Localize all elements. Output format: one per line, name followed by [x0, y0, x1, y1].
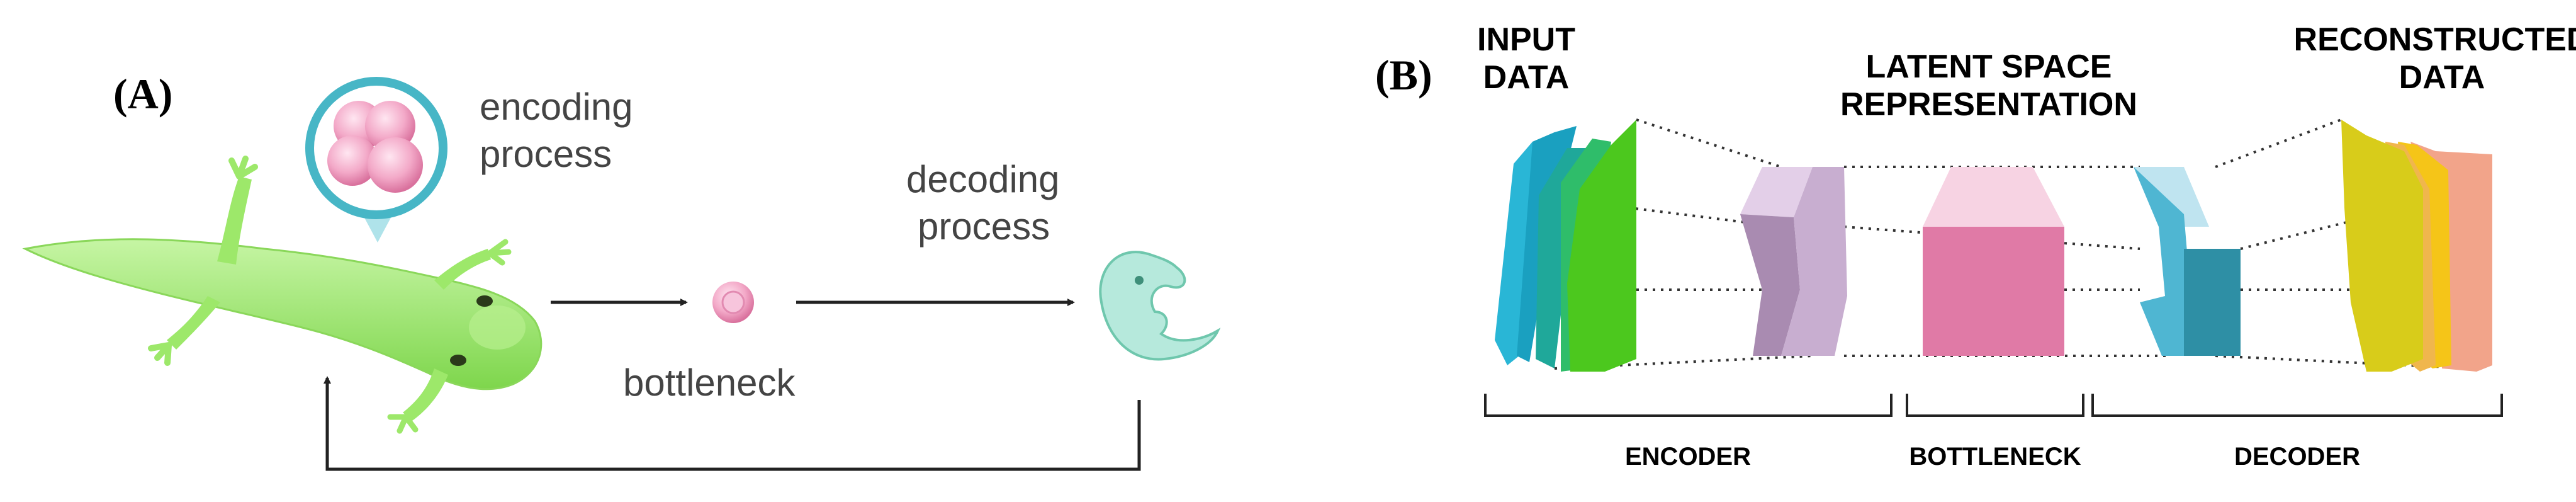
- encoder-section-label: ENCODER: [1625, 443, 1751, 471]
- latent-label-line1: LATENT SPACE: [1866, 48, 2112, 85]
- salamander-eye-icon: [450, 355, 466, 366]
- encoder-layer: [1740, 167, 1847, 356]
- decoder-layer: [2134, 167, 2241, 356]
- output-data-layers: [2341, 120, 2492, 372]
- input-label-line1: INPUT: [1477, 21, 1575, 58]
- encoding-cell-cluster: [305, 77, 447, 242]
- output-label-line1: RECONSTRUCTED: [2294, 21, 2576, 58]
- input-label-line2: DATA: [1483, 59, 1570, 96]
- input-data-layers: [1495, 120, 1636, 372]
- bottleneck-section-label: BOTTLENECK: [1909, 443, 2081, 471]
- salamander-illustration: [22, 156, 543, 434]
- encoding-label-line2: process: [480, 133, 612, 175]
- panel-a-label: (A): [113, 70, 172, 118]
- latent-label-line2: REPRESENTATION: [1840, 86, 2137, 123]
- section-brackets: [1484, 394, 2503, 417]
- bottleneck-bracket: [1906, 394, 2084, 417]
- panel-b-label: (B): [1375, 51, 1432, 99]
- bottleneck-cell: [712, 282, 754, 323]
- decoder-bracket: [2091, 394, 2503, 417]
- panel-b: (B) INPUT DATA LATENT SPACE REPRESENTATI…: [1375, 21, 2576, 471]
- output-label-line2: DATA: [2399, 59, 2485, 96]
- encoding-label-line1: encoding: [480, 86, 633, 128]
- embryo-illustration: [1099, 251, 1221, 361]
- decoding-label-line1: decoding: [906, 158, 1060, 200]
- decoder-section-label: DECODER: [2234, 443, 2360, 471]
- encoder-bracket: [1484, 394, 1893, 417]
- latent-bottleneck: [1923, 167, 2064, 356]
- panel-a: (A) encod: [22, 70, 1221, 471]
- feedback-arrow: [323, 376, 1141, 471]
- decoding-label-line2: process: [918, 205, 1050, 248]
- bottleneck-label: bottleneck: [623, 362, 796, 404]
- salamander-eye-icon: [476, 295, 493, 307]
